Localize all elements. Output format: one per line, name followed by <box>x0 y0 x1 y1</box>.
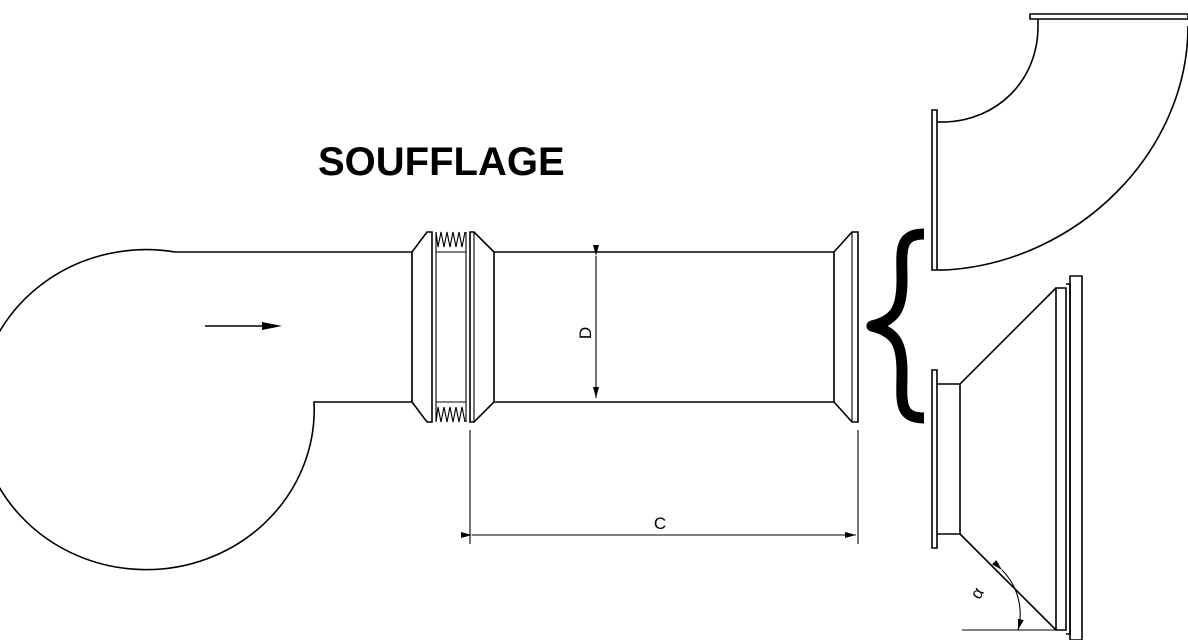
angle-dimension <box>962 560 1056 631</box>
duct-outlet-flange <box>833 231 859 423</box>
length-dimension <box>461 430 859 544</box>
diffuser-option <box>931 275 1083 640</box>
angle-label: α <box>967 584 988 602</box>
page-title: SOUFFLAGE <box>318 140 565 184</box>
flexible-connector <box>435 231 467 423</box>
main-duct <box>494 251 834 403</box>
fan-housing <box>0 248 412 571</box>
elbow-option <box>931 13 1188 271</box>
length-label: C <box>654 514 666 533</box>
flow-direction-arrow-icon <box>205 322 282 330</box>
curly-brace-icon <box>866 228 925 424</box>
diameter-label: D <box>576 327 595 339</box>
fan-outlet-flange <box>411 231 433 423</box>
